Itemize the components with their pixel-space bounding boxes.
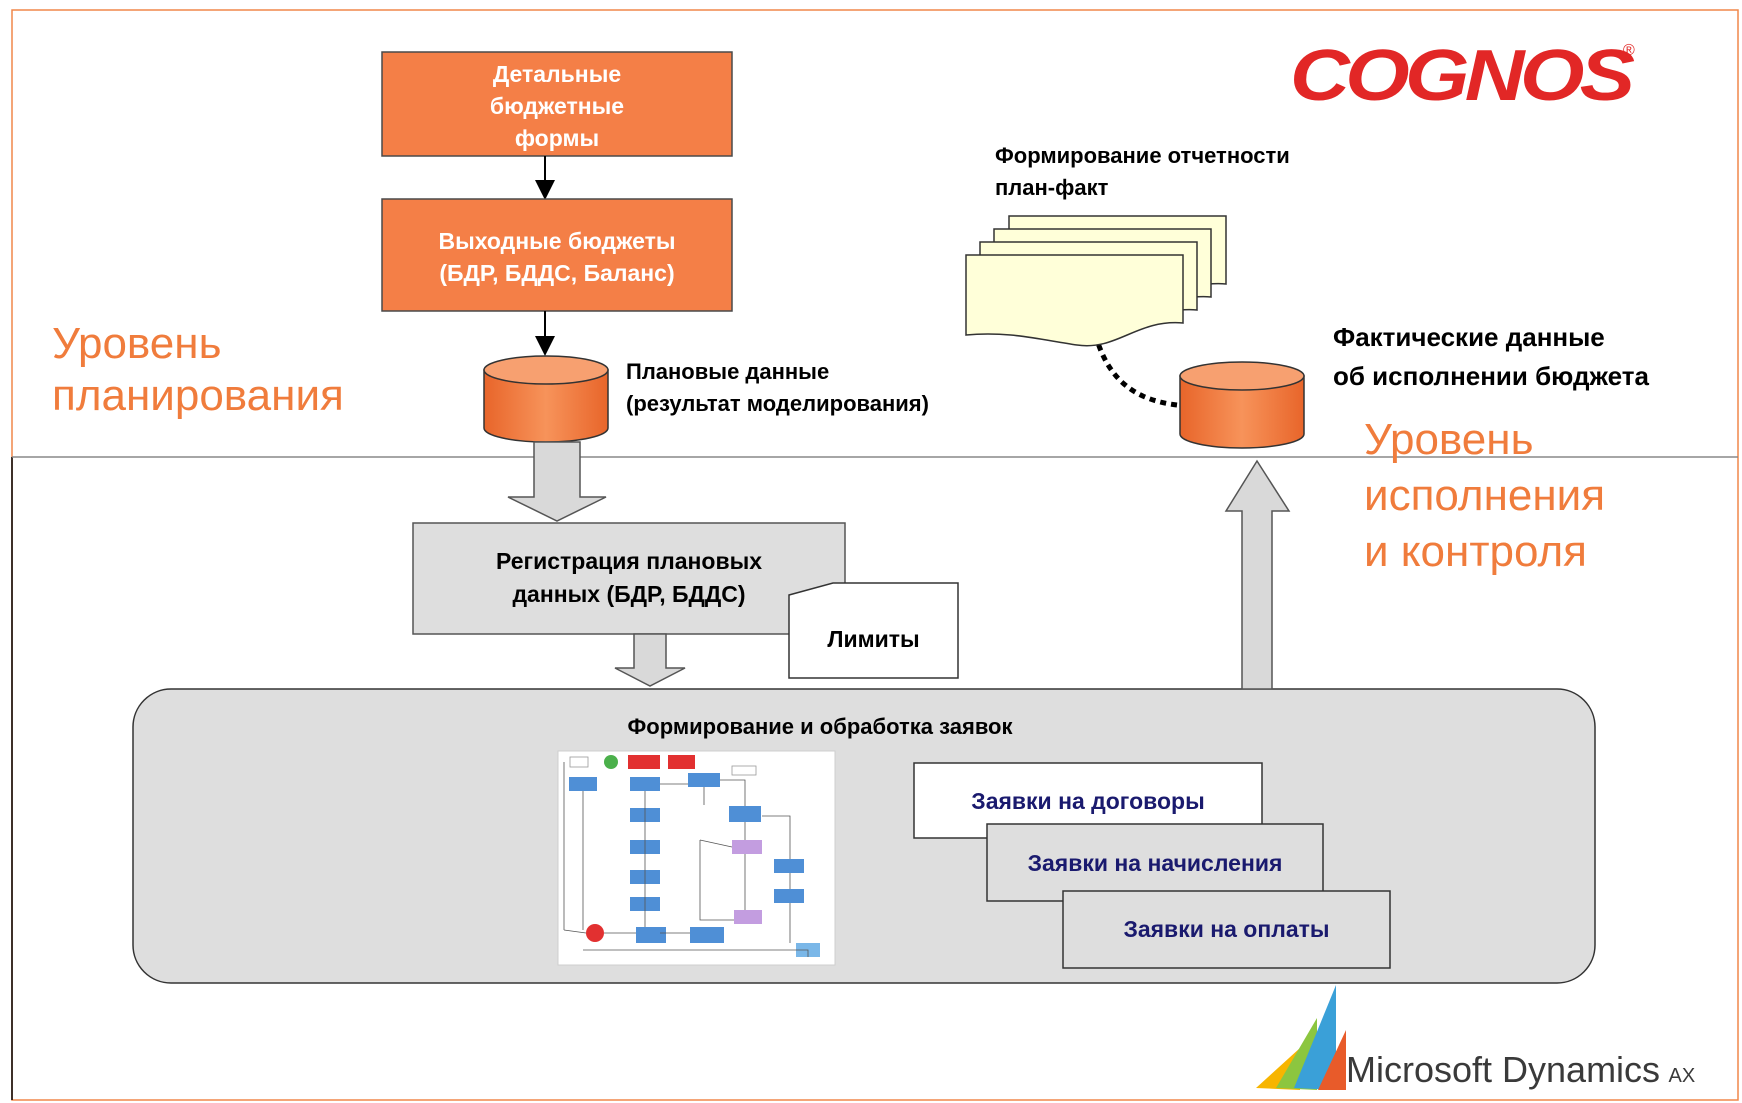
report-label: Формирование отчетности план-факт — [995, 140, 1415, 204]
limits-note — [788, 582, 959, 679]
arrow-registration-to-processing — [614, 633, 686, 687]
request-contracts-label: Заявки на договоры — [971, 788, 1205, 814]
plan-data-line1: Плановые данные — [626, 359, 830, 384]
output-budgets-box — [381, 198, 733, 312]
output-budgets-text: Выходные бюджеты (БДР, БДДС, Баланс) — [382, 225, 732, 289]
output-budgets-line2: (БДР, БДДС, Баланс) — [439, 260, 675, 286]
detail-forms-line3: формы — [514, 125, 600, 151]
planning-level-label: Уровень планирования — [52, 318, 392, 422]
actual-data-line2: об исполнении бюджета — [1333, 361, 1649, 391]
request-card-accruals — [986, 823, 1324, 902]
planning-level-line2: планирования — [52, 371, 344, 420]
request-card-payments — [1062, 890, 1391, 969]
detail-forms-text: Детальные бюджетные формы — [382, 58, 732, 154]
request-payments-label: Заявки на оплаты — [1123, 916, 1330, 942]
registration-line2: данных (БДР, БДДС) — [512, 581, 746, 607]
plan-data-line2: (результат моделирования) — [626, 391, 929, 416]
request-accruals-label: Заявки на начисления — [1027, 850, 1283, 876]
execution-level-label: Уровень исполнения и контроля — [1364, 412, 1704, 580]
planning-level-line1: Уровень — [52, 319, 222, 368]
processing-title: Формирование и обработка заявок — [627, 714, 1013, 739]
arrow-processing-to-actual — [1224, 459, 1291, 690]
execution-level-line2: исполнения — [1364, 471, 1606, 520]
registration-line1: Регистрация плановых — [495, 548, 763, 574]
report-line1: Формирование отчетности — [995, 143, 1290, 168]
microsoft-dynamics-suffix: AX — [1668, 1065, 1696, 1087]
plan-data-cylinder — [483, 355, 609, 443]
report-documents — [965, 215, 1227, 347]
report-line2: план-факт — [995, 175, 1109, 200]
execution-level-line1: Уровень — [1364, 415, 1534, 464]
workflow-thumbnail — [557, 750, 836, 966]
actual-data-label: Фактические данные об исполнении бюджета — [1333, 318, 1733, 396]
microsoft-dynamics-logo-mark — [1256, 985, 1346, 1090]
dotted-arrow-actual-to-report — [1090, 324, 1178, 408]
microsoft-dynamics-logo: Microsoft Dynamics AX — [1346, 1048, 1736, 1098]
registration-text: Регистрация плановых данных (БДР, БДДС) — [413, 545, 845, 611]
plan-data-label: Плановые данные (результат моделирования… — [626, 356, 1026, 420]
cognos-logo: COGNOS ® — [1290, 36, 1650, 116]
cognos-logo-text: COGNOS — [1290, 36, 1635, 116]
arrow-plan-to-registration — [507, 441, 607, 522]
execution-level-line3: и контроля — [1364, 527, 1587, 576]
cognos-registered-mark: ® — [1623, 42, 1635, 59]
limits-label: Лимиты — [827, 626, 920, 652]
detail-forms-box — [381, 51, 733, 157]
detail-forms-line2: бюджетные — [489, 93, 625, 119]
actual-data-cylinder — [1179, 361, 1305, 449]
microsoft-dynamics-text: Microsoft Dynamics — [1346, 1049, 1661, 1090]
registration-box — [412, 522, 846, 635]
output-budgets-line1: Выходные бюджеты — [438, 228, 676, 254]
detail-forms-line1: Детальные — [492, 61, 622, 87]
actual-data-line1: Фактические данные — [1333, 322, 1605, 352]
